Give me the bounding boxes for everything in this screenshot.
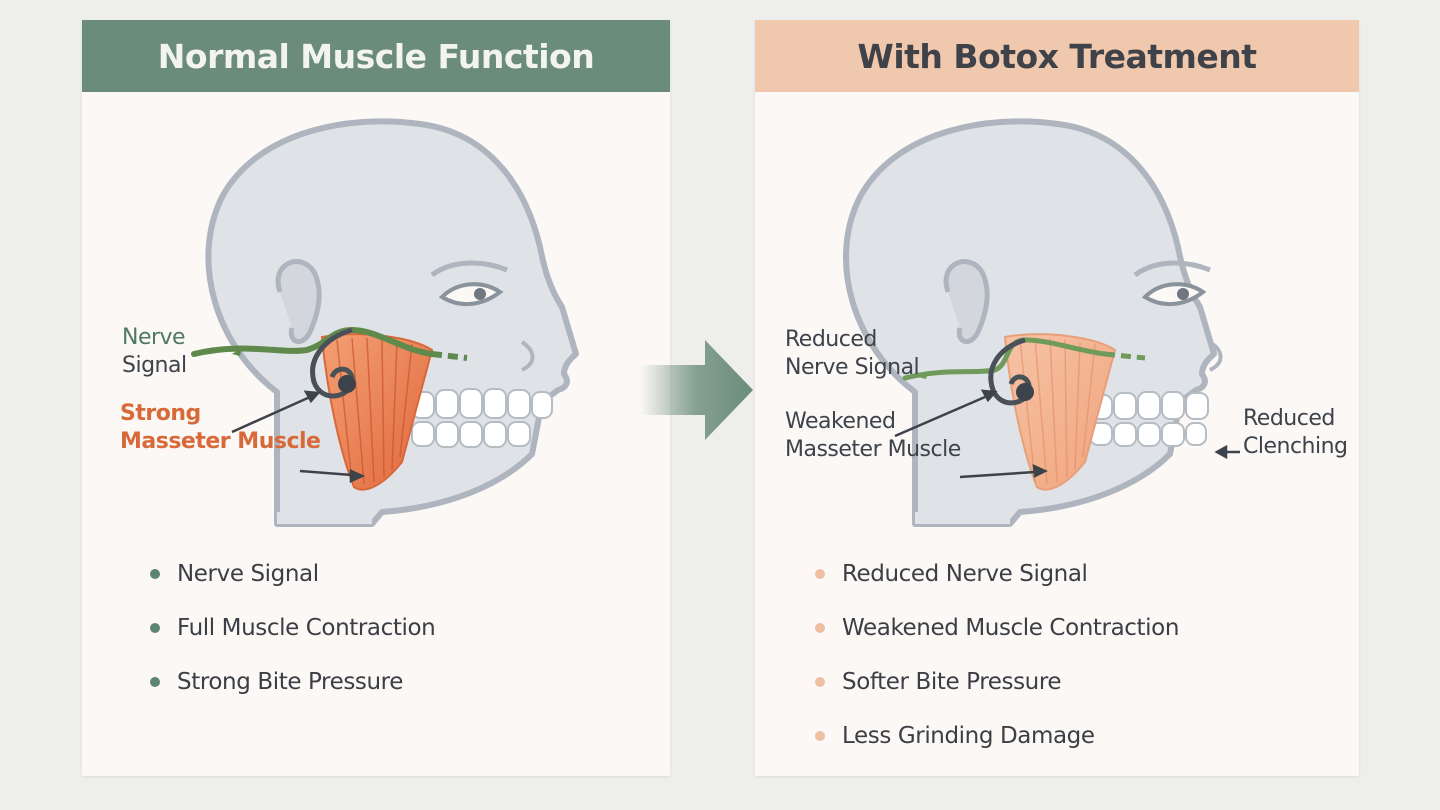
teeth bbox=[1089, 391, 1209, 447]
reduced-nerve-signal-label: Reduced Nerve Signal bbox=[785, 327, 920, 380]
teeth bbox=[411, 388, 553, 448]
weakened-masseter-label: Weakened Masseter Muscle bbox=[785, 409, 961, 462]
bullet-dot bbox=[150, 569, 160, 579]
eye bbox=[1141, 282, 1207, 307]
label-arrows bbox=[231, 390, 366, 483]
botox-effects-list: Reduced Nerve Signal Weakened Muscle Con… bbox=[815, 547, 1179, 763]
nerve-signal-line bbox=[902, 337, 1146, 406]
list-item: Weakened Muscle Contraction bbox=[815, 601, 1179, 655]
reduced-clenching-label: Reduced Clenching bbox=[1243, 406, 1348, 459]
bullet-dot bbox=[150, 623, 160, 633]
list-item: Reduced Nerve Signal bbox=[815, 547, 1179, 601]
masseter-muscle bbox=[1003, 333, 1117, 491]
list-item: Nerve Signal bbox=[150, 547, 435, 601]
normal-function-panel: Normal Muscle Function bbox=[82, 20, 670, 776]
panel-title-normal: Normal Muscle Function bbox=[82, 20, 670, 92]
head-illustration-botox bbox=[843, 118, 1240, 527]
panel-title-botox: With Botox Treatment bbox=[755, 20, 1359, 92]
bullet-dot bbox=[815, 731, 825, 741]
nerve-signal-label: Nerve Signal bbox=[122, 325, 187, 378]
head-illustration-normal bbox=[191, 118, 579, 527]
bullet-dot bbox=[815, 623, 825, 633]
label-arrows bbox=[894, 389, 1240, 479]
bullet-dot bbox=[150, 677, 160, 687]
eye bbox=[438, 282, 504, 307]
bullet-dot bbox=[815, 677, 825, 687]
list-item: Softer Bite Pressure bbox=[815, 655, 1179, 709]
ear bbox=[275, 259, 322, 344]
list-item: Strong Bite Pressure bbox=[150, 655, 435, 709]
ear bbox=[943, 259, 990, 344]
strong-masseter-label: Strong Masseter Muscle bbox=[120, 401, 321, 454]
bullet-dot bbox=[815, 569, 825, 579]
list-item: Less Grinding Damage bbox=[815, 709, 1179, 763]
botox-treatment-panel: With Botox Treatment bbox=[755, 20, 1359, 776]
nerve-signal-line bbox=[191, 326, 468, 399]
head-outline bbox=[205, 118, 579, 527]
right-arrow-icon bbox=[640, 340, 753, 440]
normal-effects-list: Nerve Signal Full Muscle Contraction Str… bbox=[150, 547, 436, 709]
list-item: Full Muscle Contraction bbox=[150, 601, 436, 655]
